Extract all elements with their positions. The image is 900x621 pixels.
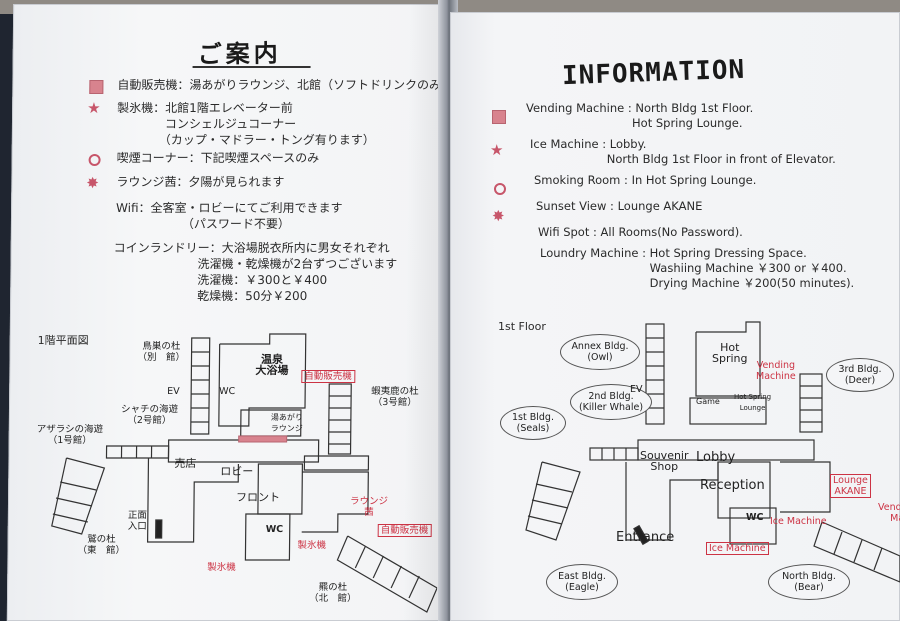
info-line: Wifi：全客室・ロビーにてご利用できます — [116, 201, 343, 215]
map-label-wc: WC — [265, 524, 284, 535]
map-label-ev: EV — [630, 384, 643, 395]
right-page-english: INFORMATION Vending Machine : North Bldg… — [450, 12, 900, 621]
vending-icon — [89, 80, 104, 94]
info-line: コインランドリー：大浴場脱衣所内に男女それぞれ — [113, 241, 390, 255]
info-line: Washiing Machine ￥300 or ￥400. — [540, 261, 847, 275]
smoking-icon — [494, 183, 506, 195]
info-line: コンシェルジュコーナー — [116, 117, 297, 131]
map-label-annex: Annex Bldg. (Owl) — [560, 334, 640, 370]
info-line: North Bldg 1st Floor in front of Elevato… — [530, 152, 836, 166]
info-line: Sunset View : Lounge AKANE — [536, 199, 703, 213]
map-label-hs-lounge: Hot Spring Lounge — [734, 393, 772, 412]
title-underline — [192, 66, 311, 68]
map-label-akane: Lounge AKANE — [830, 474, 871, 498]
info-line: Hot Spring Lounge. — [526, 116, 743, 130]
map-label-eagle: 鷲の杜 （東 館） — [77, 534, 126, 556]
info-line: Loundry Machine : Hot Spring Dressing Sp… — [540, 246, 807, 260]
map-label-wc: WC — [746, 512, 764, 523]
info-line: Ice Machine : Lobby. — [530, 137, 647, 151]
map-label-ice: Ice Machine — [706, 542, 769, 555]
map-label-bear: North Bldg. (Bear) — [768, 564, 850, 600]
map-label-bear: 羆の杜 （北 館） — [308, 582, 357, 604]
info-line: ラウンジ茜：夕陽が見られます — [116, 175, 285, 189]
page-title-en: INFORMATION — [561, 54, 746, 92]
map-label-reception: Reception — [700, 478, 765, 493]
sunset-icon: ✸ — [492, 207, 505, 225]
info-line: Wifi Spot : All Rooms(No Password). — [538, 225, 743, 239]
smoking-icon — [88, 154, 101, 166]
floor-label: 1st Floor — [498, 320, 546, 333]
map-label-wc: WC — [219, 386, 236, 397]
map-label-souvenir: Souvenir Shop — [640, 449, 689, 473]
sunset-icon: ✸ — [86, 174, 100, 192]
info-line: 製氷機：北館1階エレベーター前 — [117, 101, 293, 115]
info-line: 自動販売機：湯あがりラウンジ、北館（ソフトドリンクのみ） — [117, 78, 450, 92]
info-line: （パスワード不要） — [115, 217, 291, 231]
map-label-ice: Ice Machine — [770, 516, 827, 527]
map-label-vending: 自動販売機 — [301, 370, 355, 383]
map-label-owl: 鳥巣の杜 （別 館） — [137, 341, 186, 363]
info-line: 洗濯機：￥300と￥400 — [113, 273, 328, 287]
map-label-entrance: Entrance — [616, 530, 675, 545]
map-label-deer: 3rd Bldg. (Deer) — [826, 358, 894, 392]
info-line: （カップ・マドラー・トング有ります） — [116, 133, 375, 147]
info-line: 喫煙コーナー：下記喫煙スペースのみ — [116, 151, 320, 165]
floor-plan-jp — [51, 333, 438, 613]
map-label-ice: 製氷機 — [297, 540, 327, 551]
map-label-lobby: ロビー — [220, 465, 254, 478]
map-label-ice: 製氷機 — [207, 562, 236, 573]
info-line: Drying Machine ￥200(50 minutes). — [540, 276, 855, 290]
map-label-ev: EV — [167, 386, 180, 397]
map-label-lounge: 湯あがり ラウンジ — [270, 413, 303, 433]
map-label-whale: 2nd Bldg. (Killer Whale) — [570, 384, 652, 420]
map-label-front: フロント — [235, 491, 281, 504]
map-label-game: Game — [696, 397, 720, 406]
map-label-akane: ラウンジ 茜 — [349, 496, 389, 518]
map-label-seal: アザラシの海遊 （1号館） — [36, 424, 104, 446]
map-label-eagle: East Bldg. (Eagle) — [546, 564, 618, 600]
map-label-hotspring: Hot Spring — [712, 341, 748, 365]
info-line: 乾燥機：50分￥200 — [113, 289, 308, 303]
ice-icon: ★ — [490, 141, 504, 159]
map-label-whale: シャチの海遊 （2号館） — [120, 404, 179, 426]
map-label-onsen: 温泉 大浴場 — [255, 353, 289, 377]
map-label-lobby: Lobby — [696, 450, 736, 465]
map-label-vending: Vending Machine — [756, 360, 796, 382]
info-line: Vending Machine : North Bldg 1st Floor. — [526, 101, 754, 115]
ice-icon: ★ — [87, 99, 101, 117]
info-line: Smoking Room : In Hot Spring Lounge. — [534, 173, 757, 187]
vending-icon — [492, 110, 506, 124]
map-label-entrance: 正面 入口 — [127, 510, 147, 532]
page-title-jp: ご案内 — [197, 39, 282, 69]
left-page-japanese: ご案内 自動販売機：湯あがりラウンジ、北館（ソフトドリンクのみ） ★ 製氷機：北… — [6, 4, 450, 621]
map-label-vending: Vending Ma — [878, 502, 900, 524]
info-line: 洗濯機・乾燥機が2台ずつございます — [113, 257, 398, 271]
map-label-seal: 1st Bldg. (Seals) — [500, 406, 566, 440]
map-label-shop: 売店 — [174, 457, 197, 470]
